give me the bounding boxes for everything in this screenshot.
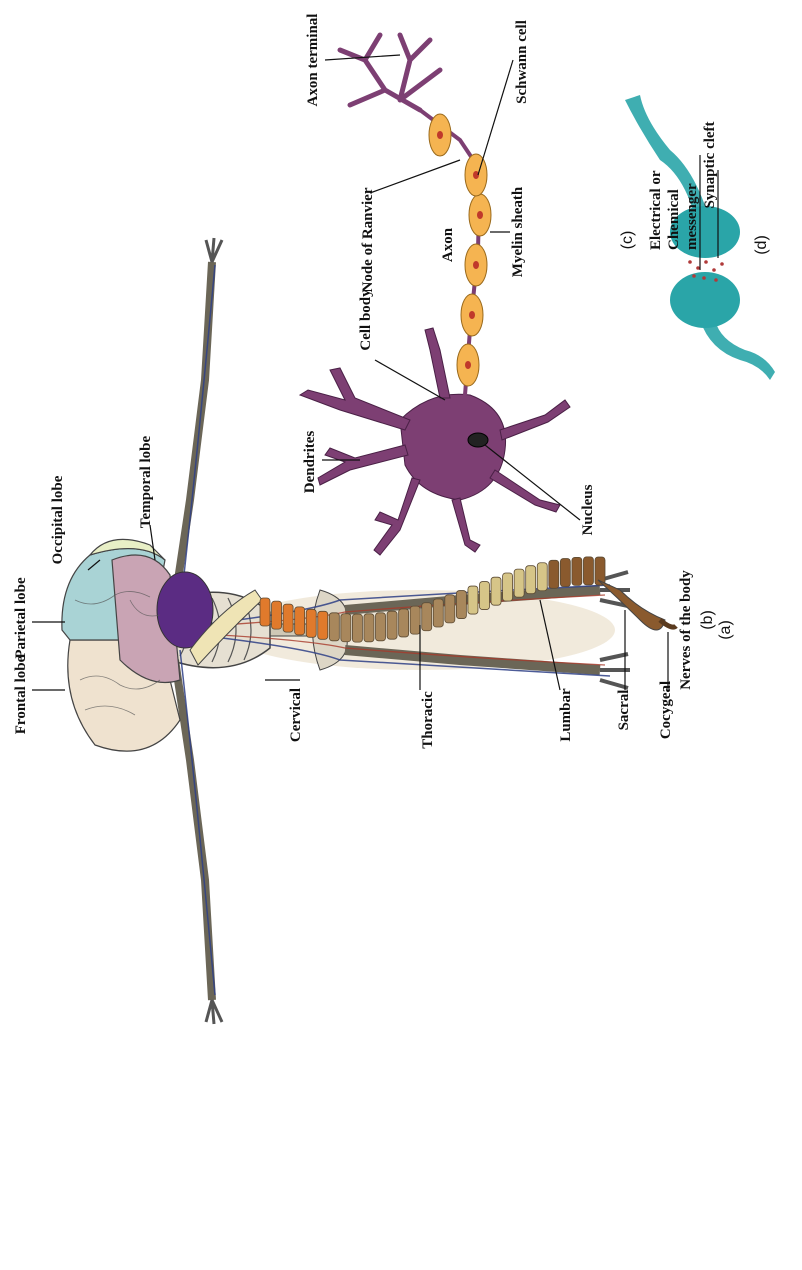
vertebra xyxy=(445,595,455,623)
messenger-label-line3: messenger xyxy=(684,183,700,250)
schwann-cell-nucleus xyxy=(465,361,471,369)
vertebra xyxy=(572,557,582,585)
schwann-cell-nucleus xyxy=(437,131,443,139)
vertebra xyxy=(295,607,305,635)
sacral-label: Sacral xyxy=(616,690,632,731)
nerves-caption: Nerves of the body xyxy=(678,570,694,690)
vertebra xyxy=(376,613,386,641)
vertebra xyxy=(329,613,339,641)
vertebra xyxy=(364,614,374,642)
neuron-illustration xyxy=(300,35,570,555)
cocygeal-label: Cocygeal xyxy=(658,681,674,739)
vertebra xyxy=(560,559,570,587)
vertebra xyxy=(583,557,593,585)
panel-label-b: (b) xyxy=(699,610,716,630)
vertebra xyxy=(352,614,362,642)
vertebra xyxy=(456,591,466,619)
vertebra xyxy=(306,609,316,637)
axon-label: Axon xyxy=(440,227,456,262)
occipital-lobe-label: Occipital lobe xyxy=(50,475,66,564)
thoracic-label: Thoracic xyxy=(420,691,436,749)
cell-body-label: Cell body xyxy=(358,289,374,351)
dendrites-label: Dendrites xyxy=(302,431,318,494)
vertebra xyxy=(387,611,397,639)
synaptic-cleft-label: Synaptic cleft xyxy=(702,121,718,208)
messenger-label-line1: Electrical or xyxy=(648,170,664,250)
vertebra xyxy=(260,598,270,626)
vertebra xyxy=(341,614,351,642)
vertebra xyxy=(526,566,536,594)
panel-label-a: (a) xyxy=(717,620,734,640)
parietal-lobe-label: Parietal lobe xyxy=(13,577,29,659)
vertebra xyxy=(399,609,409,637)
schwann-cell-nucleus xyxy=(473,261,479,269)
vertebra xyxy=(433,599,443,627)
vertebra xyxy=(514,569,524,597)
vertebra xyxy=(283,604,293,632)
vertebra xyxy=(549,560,559,588)
panel-label-c: (c) xyxy=(619,231,636,250)
temporal-lobe-label: Temporal lobe xyxy=(138,435,154,528)
node-of-ranvier-leader xyxy=(370,160,460,193)
schwann-cell-nucleus xyxy=(477,211,483,219)
vertebra xyxy=(272,601,282,629)
vertebra xyxy=(468,586,478,614)
schwann-cell-label: Schwann cell xyxy=(514,20,530,104)
lumbar-label: Lumbar xyxy=(558,688,574,742)
schwann-cell-nucleus xyxy=(469,311,475,319)
frontal-lobe-label: Frontal lobe xyxy=(13,655,29,734)
cervical-label: Cervical xyxy=(288,688,304,742)
nucleus-label: Nucleus xyxy=(580,484,596,535)
vertebra xyxy=(537,563,547,591)
axon-terminal-label: Axon terminal xyxy=(305,14,321,107)
vertebra xyxy=(410,606,420,634)
schwann-cell-leader xyxy=(478,60,513,175)
vertebra xyxy=(503,573,513,601)
node-of-ranvier-label: Node of Ranvier xyxy=(360,187,376,292)
vertebra xyxy=(318,611,328,639)
vertebra xyxy=(479,582,489,610)
vertebra xyxy=(491,577,501,605)
myelin-sheath-label: Myelin sheath xyxy=(510,186,526,277)
vertebra xyxy=(422,603,432,631)
messenger-label-line2: Chemical xyxy=(666,189,682,250)
panel-label-d: (d) xyxy=(753,235,770,255)
